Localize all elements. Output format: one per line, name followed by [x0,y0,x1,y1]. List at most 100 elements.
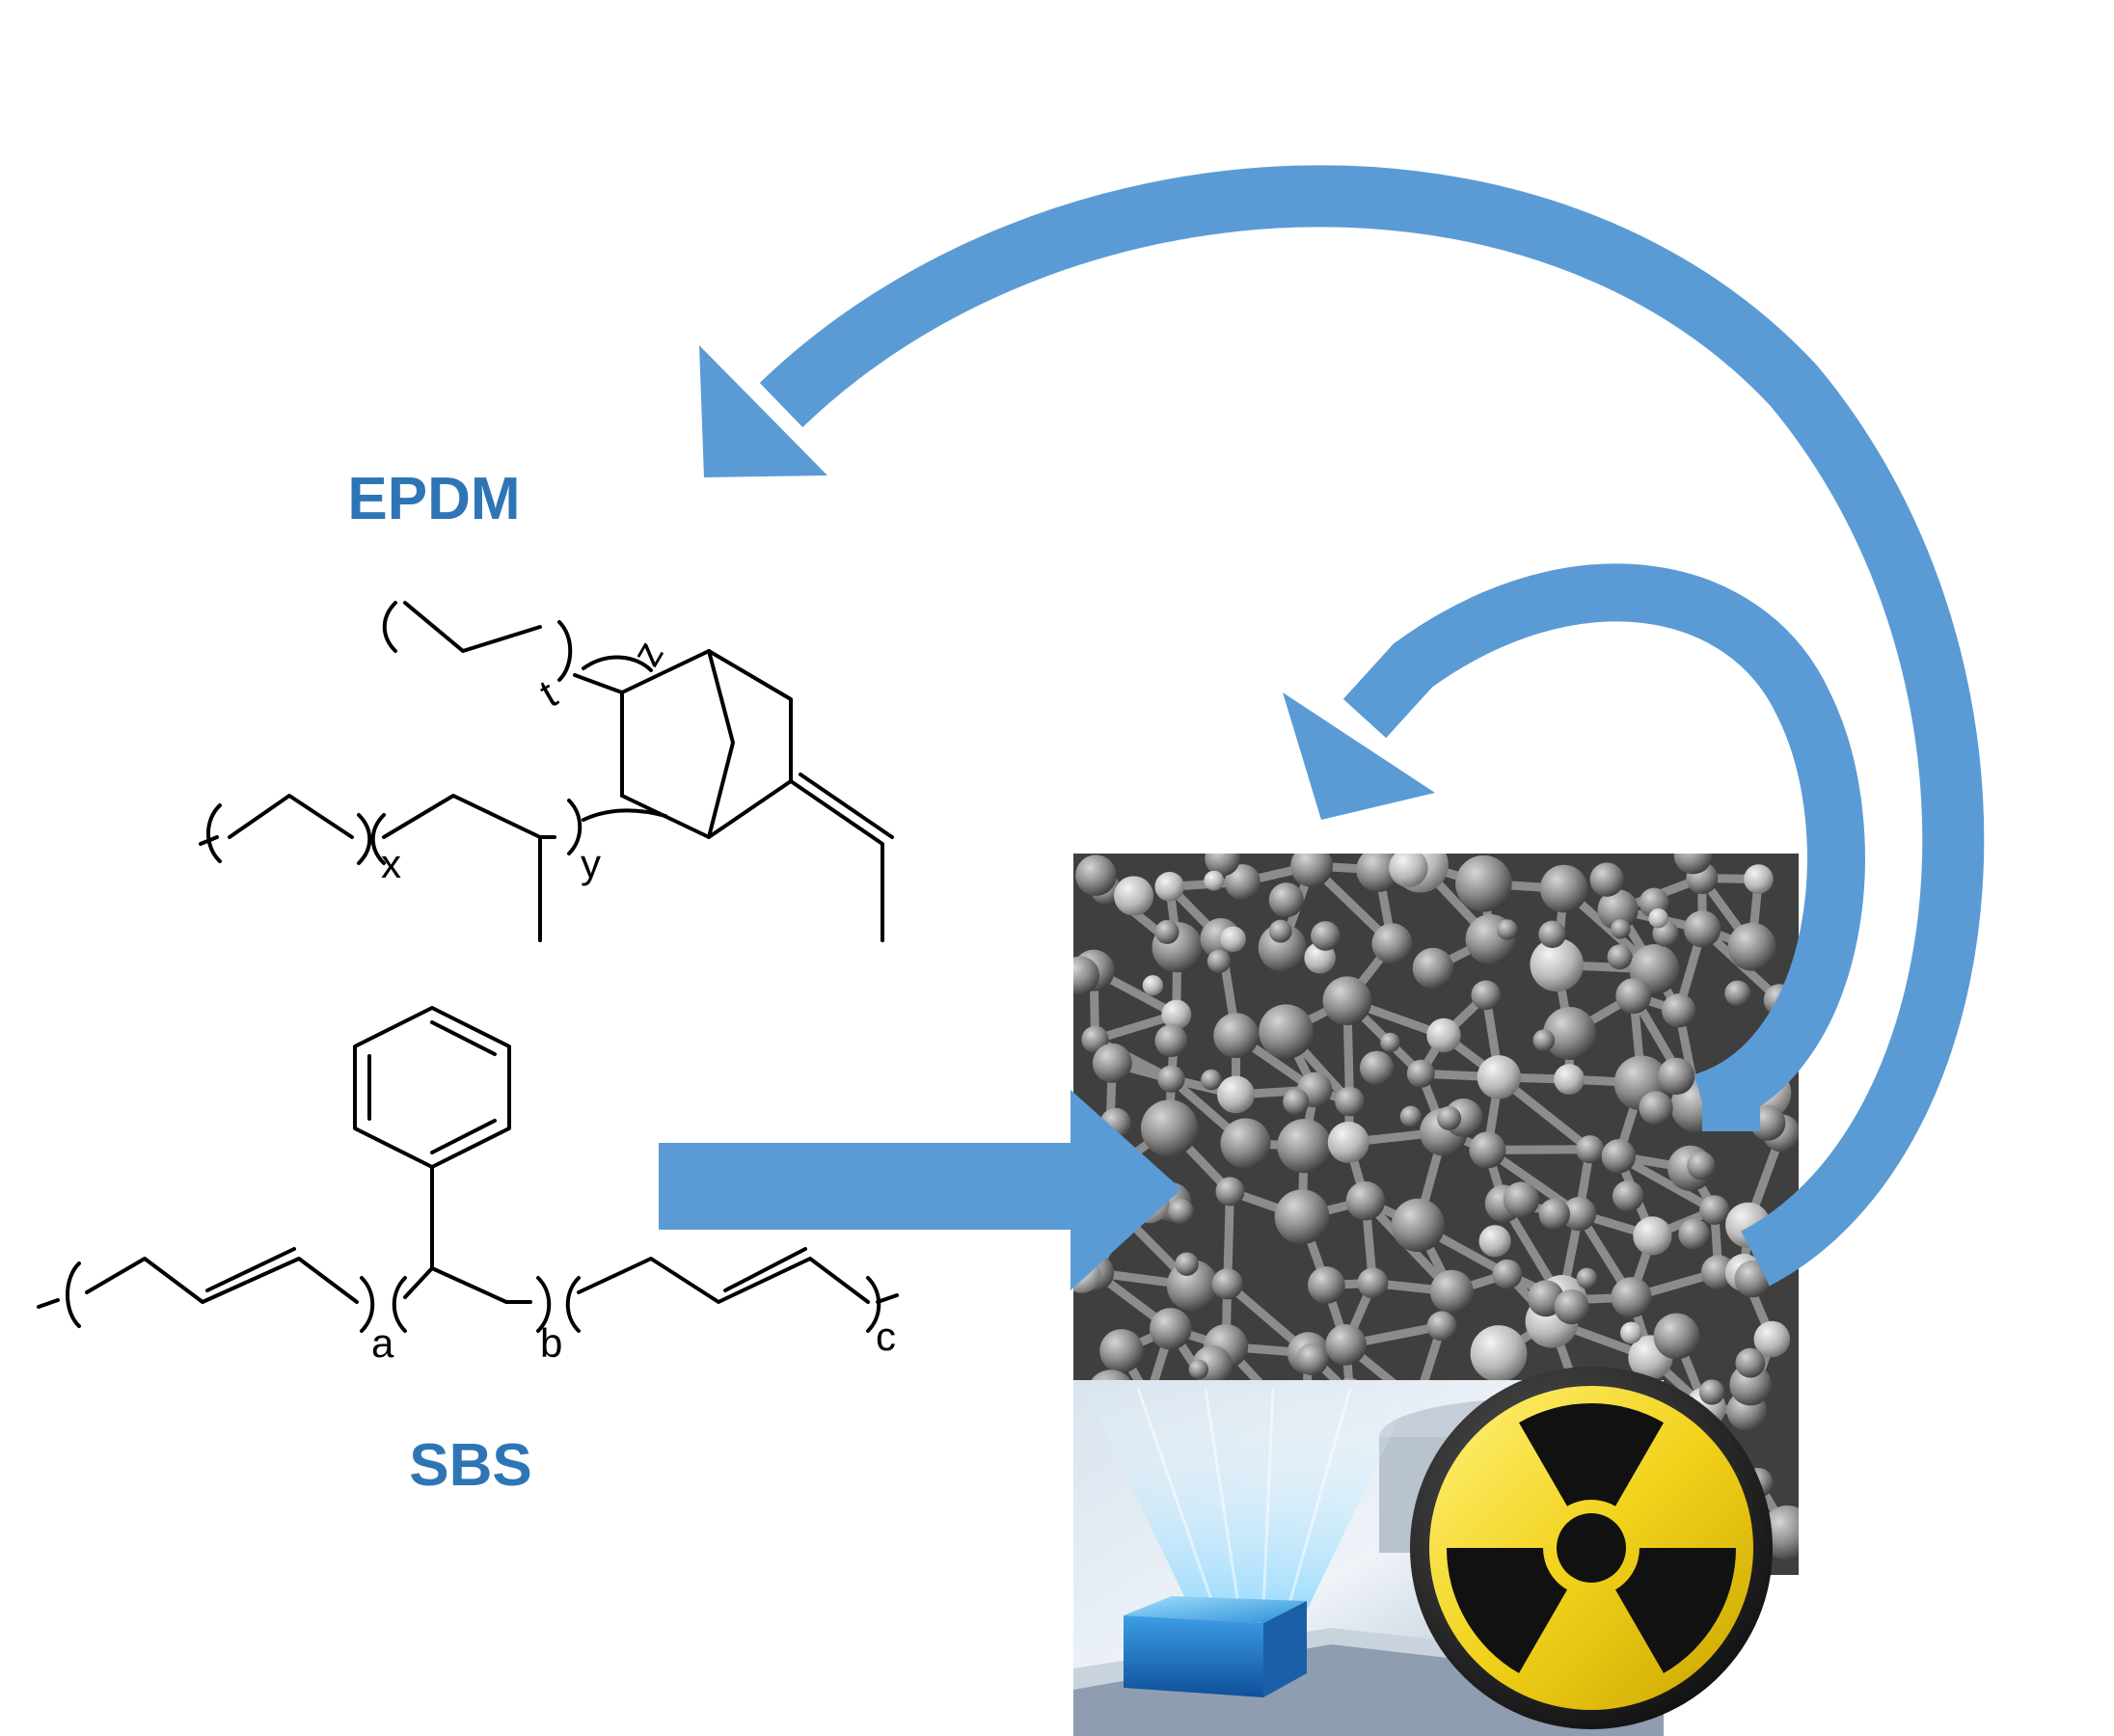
network-node [1081,1025,1109,1053]
trefoil-blade [1447,1548,1567,1673]
network-node [1157,1065,1185,1093]
network-node [1217,1075,1255,1114]
network-node [1188,1359,1209,1380]
network-node [1327,1121,1369,1163]
epdm-structure [199,601,894,942]
network-node [1308,1266,1345,1304]
network-node [1426,1311,1457,1342]
network-node [1543,1007,1597,1061]
network-node [1611,918,1631,939]
network-node [1699,1195,1729,1225]
network-node [1538,1198,1570,1231]
network-node [1477,1055,1521,1099]
network-node [1259,1004,1314,1060]
network-node [1277,1119,1332,1174]
network-node [1213,1013,1260,1059]
network-node [1727,922,1776,971]
small-curved-arrow [1283,563,1865,1131]
network-node [1268,919,1292,943]
network-node [1389,854,1428,888]
epdm-subscript-x: x [381,841,401,886]
network-node [1224,863,1260,901]
network-node [1589,862,1624,897]
network-node [1335,1086,1365,1117]
network-node [1206,949,1232,973]
network-node [1633,1216,1672,1256]
network-node [1753,1320,1791,1358]
network-node [1073,956,1099,995]
network-node [1698,1379,1725,1405]
network-node [1211,1268,1243,1300]
network-node [1204,870,1225,891]
network-node [1426,1017,1461,1053]
network-node [1561,1196,1597,1232]
network-node [1099,1329,1144,1373]
network-node [1612,1180,1644,1212]
scintillator-cube-front [1124,1615,1263,1697]
network-node [1114,876,1154,916]
network-node [1648,908,1668,929]
network-node [1601,1139,1637,1174]
network-node [1168,1198,1194,1225]
network-node [1322,976,1372,1026]
network-link [1613,1152,1720,1215]
network-node [1371,923,1413,964]
network-node [1220,1118,1271,1169]
network-node [1455,854,1512,912]
network-node [1290,854,1334,887]
network-node [1729,1363,1772,1406]
network-node [1149,1308,1192,1350]
network-node [1201,1069,1222,1091]
network-node [1406,1059,1435,1088]
sbs-structure [37,1006,899,1333]
network-node [1744,864,1774,894]
network-node [1497,919,1518,940]
network-node [1611,1277,1652,1318]
network-node [1399,1105,1422,1127]
network-node [1283,1088,1310,1115]
network-node [1661,993,1696,1028]
network-node [1597,889,1639,931]
network-node [1142,975,1164,996]
network-node [1469,1131,1506,1169]
network-node [1530,937,1584,992]
network-node [1538,920,1566,948]
network-node [1478,1225,1511,1258]
network-node [1657,1057,1695,1096]
network-node [1607,944,1633,970]
network-node [1684,910,1721,948]
radiation-trefoil-icon [1410,1367,1773,1729]
network-node [1154,1024,1188,1057]
sbs-label: SBS [409,1432,531,1499]
sbs-subscript-a: a [371,1320,394,1366]
trefoil-blade [1615,1548,1736,1673]
network-node [1092,1043,1132,1083]
network-node [1391,1198,1445,1253]
network-node [1471,980,1502,1011]
network-node [1412,947,1454,990]
network-node [1653,1313,1700,1360]
network-node [1470,1325,1528,1382]
network-node [1429,1269,1474,1314]
network-node [1205,854,1240,877]
sbs-subscript-b: b [540,1320,562,1366]
network-node [1075,854,1117,896]
network-node [1345,1180,1386,1221]
network-node [1325,1324,1367,1366]
network-node [1380,1032,1400,1053]
network-node [1576,1267,1598,1289]
large-curved-arrow [699,165,1985,1287]
network-node [1492,1259,1523,1289]
network-node [1215,1177,1245,1207]
network-node [1154,919,1179,944]
right-arrow [659,1090,1181,1290]
trefoil-blade [1519,1403,1664,1506]
network-node [1268,882,1304,918]
network-node [1673,854,1713,875]
sbs-subscript-c: c [876,1314,896,1359]
network-node [1615,978,1652,1015]
network-node [1359,1050,1395,1085]
epdm-label: EPDM [347,466,520,532]
network-node [1639,1091,1673,1126]
